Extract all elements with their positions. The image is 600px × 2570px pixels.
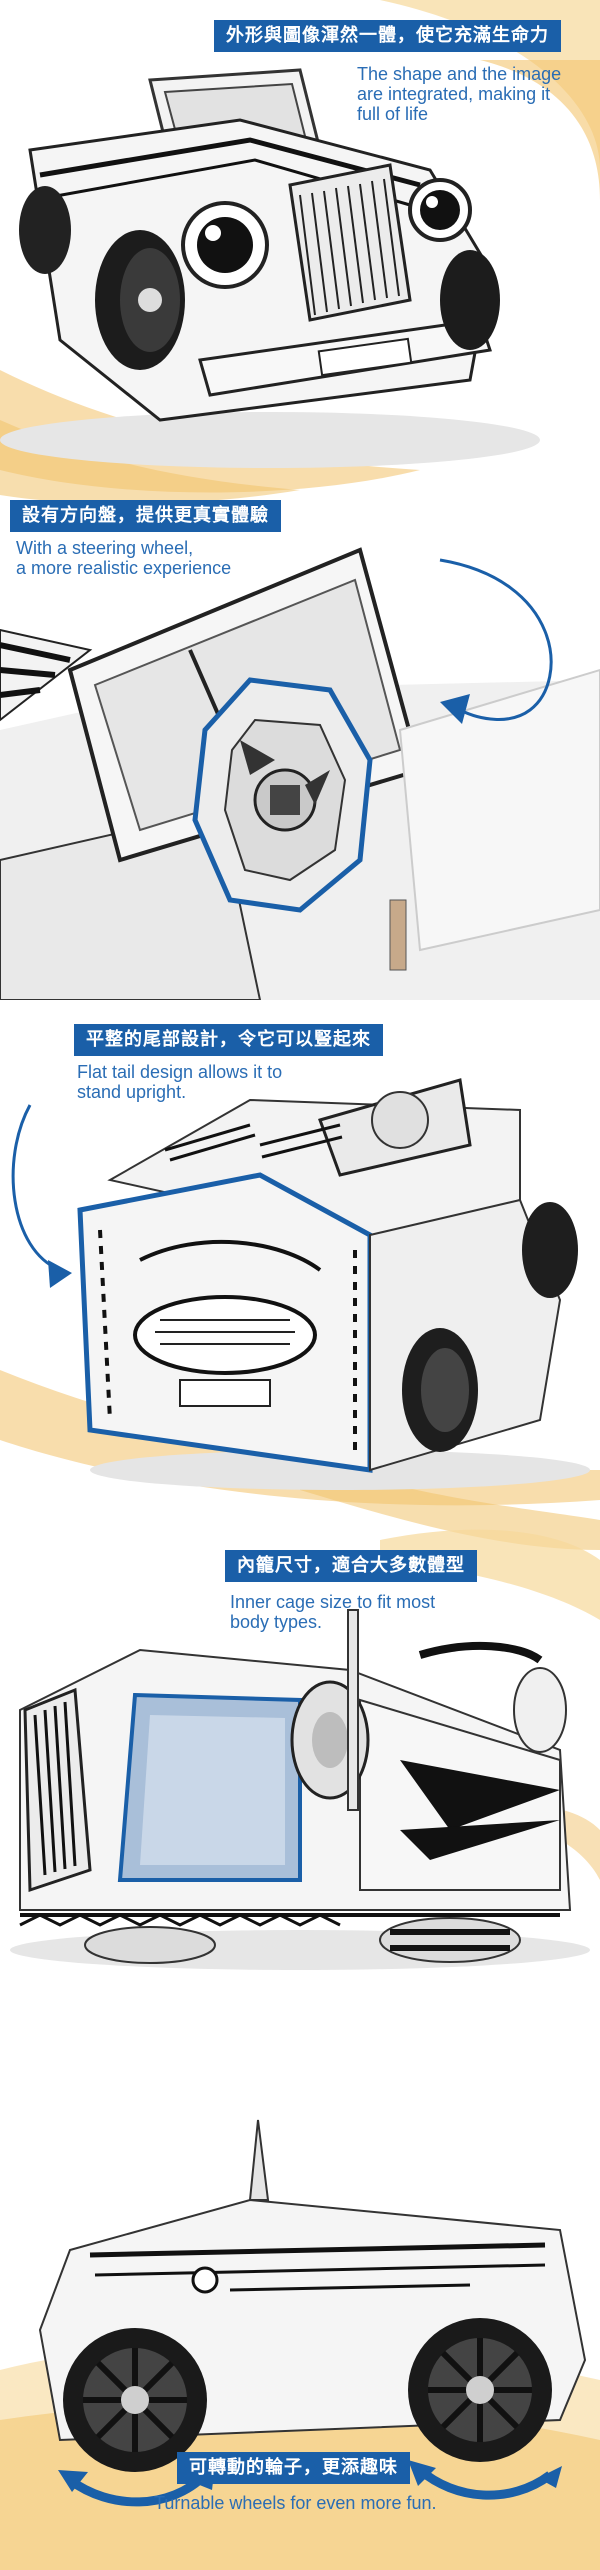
section-3-title-zh: 平整的尾部設計，令它可以豎起來 (74, 1024, 383, 1056)
section-1-caption-en: The shape and the image are integrated, … (357, 64, 561, 124)
section-2-title-zh: 設有方向盤，提供更真實體驗 (10, 500, 281, 532)
section-4-caption-en: Inner cage size to fit most body types. (230, 1592, 435, 1632)
section-4-title-zh: 內籠尺寸，適合大多數體型 (225, 1550, 477, 1582)
steering-wheel-illustration (0, 547, 600, 1000)
section-1-title-zh: 外形與圖像渾然一體，使它充滿生命力 (214, 20, 561, 52)
caption-line: Flat tail design allows it to (77, 1062, 283, 1082)
section-flat-tail: 平整的尾部設計，令它可以豎起來 Flat tail design allows … (0, 1000, 600, 1500)
flat-tail-illustration (11, 1078, 590, 1490)
section-3-caption-en: Flat tail design allows it to stand upri… (77, 1062, 282, 1102)
section-5-title-zh: 可轉動的輪子，更添趣味 (177, 2452, 410, 2484)
section-2-caption-en: With a steering wheel, a more realistic … (16, 538, 231, 578)
caption-line: full of life (357, 104, 429, 124)
caption-line: a more realistic experience (16, 558, 232, 578)
caption-line: are integrated, making it (357, 84, 551, 104)
caption-line: Turnable wheels for even more fun. (154, 2493, 437, 2513)
section-shape-image: 外形與圖像渾然一體，使它充滿生命力 The shape and the imag… (0, 0, 600, 500)
caption-line: body types. (230, 1612, 323, 1632)
turnable-wheels-illustration (38, 2119, 587, 2507)
caption-line: stand upright. (77, 1082, 187, 1102)
section-5-caption-en: Turnable wheels for even more fun. (154, 2493, 436, 2513)
section-turnable-wheels: 可轉動的輪子，更添趣味 Turnable wheels for even mor… (0, 2080, 600, 2570)
section-inner-cage: 內籠尺寸，適合大多數體型 Inner cage size to fit most… (0, 1530, 600, 2030)
car-front-illustration (0, 68, 540, 468)
section-steering-wheel: 設有方向盤，提供更真實體驗 With a steering wheel, a m… (0, 480, 600, 1000)
inner-cage-illustration (10, 1609, 590, 1970)
caption-line: With a steering wheel, (16, 538, 194, 558)
caption-line: Inner cage size to fit most (230, 1592, 436, 1612)
caption-line: The shape and the image (357, 64, 562, 84)
